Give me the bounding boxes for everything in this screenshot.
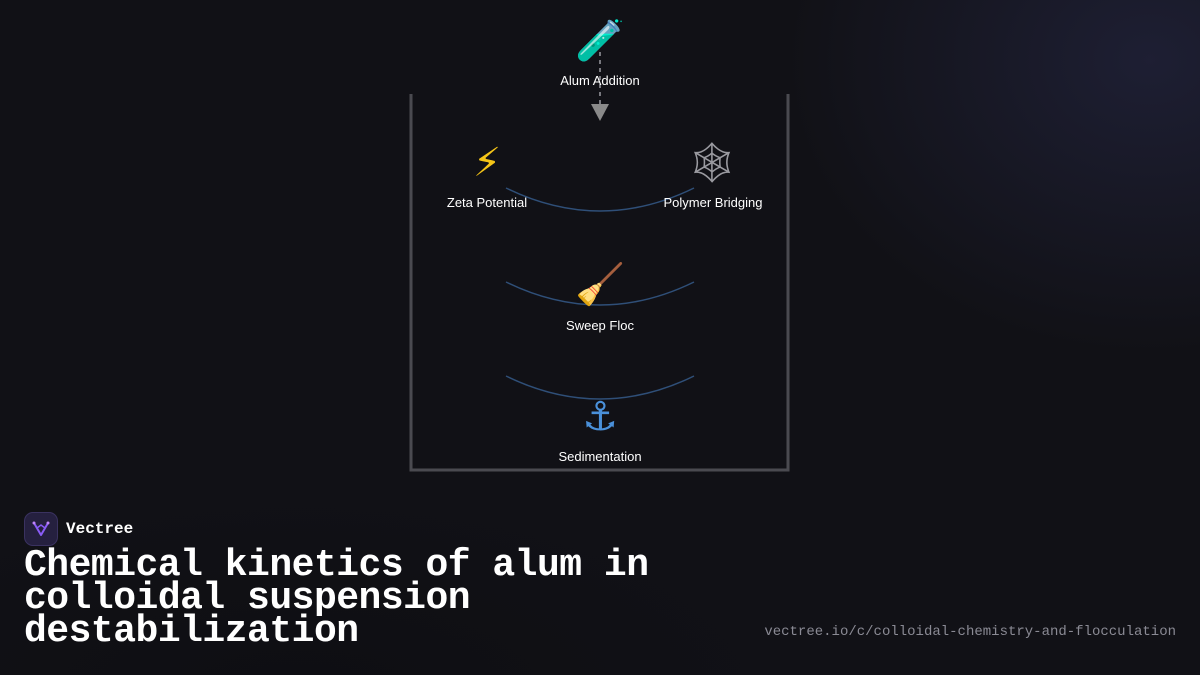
broom-icon: 🧹 [575,262,625,308]
vectree-logo-icon [24,512,58,546]
brand: Vectree [24,512,133,546]
sweep-floc-label: Sweep Floc [566,318,634,333]
settling-tank [409,94,790,472]
source-url[interactable]: vectree.io/c/colloidal-chemistry-and-flo… [764,624,1176,640]
brand-name: Vectree [66,520,134,538]
polymer-bridging-label: Polymer Bridging [663,195,763,210]
settling-arc-1 [505,187,695,212]
test-tube-icon: 🧪 [575,18,625,64]
spider-web-icon: 🕸 [686,140,738,186]
settling-arc-2 [505,281,695,306]
zeta-potential-label: Zeta Potential [446,195,528,210]
anchor-icon: ⚓ [582,394,618,440]
page-title: Chemical kinetics of alum in colloidal s… [24,544,649,653]
alum-addition-label: Alum Addition [560,73,640,88]
dosing-arrow-head [591,104,609,121]
sedimentation-label: Sedimentation [558,449,642,464]
lightning-icon: ⚡ [472,140,502,186]
settling-arc-3 [505,375,695,400]
